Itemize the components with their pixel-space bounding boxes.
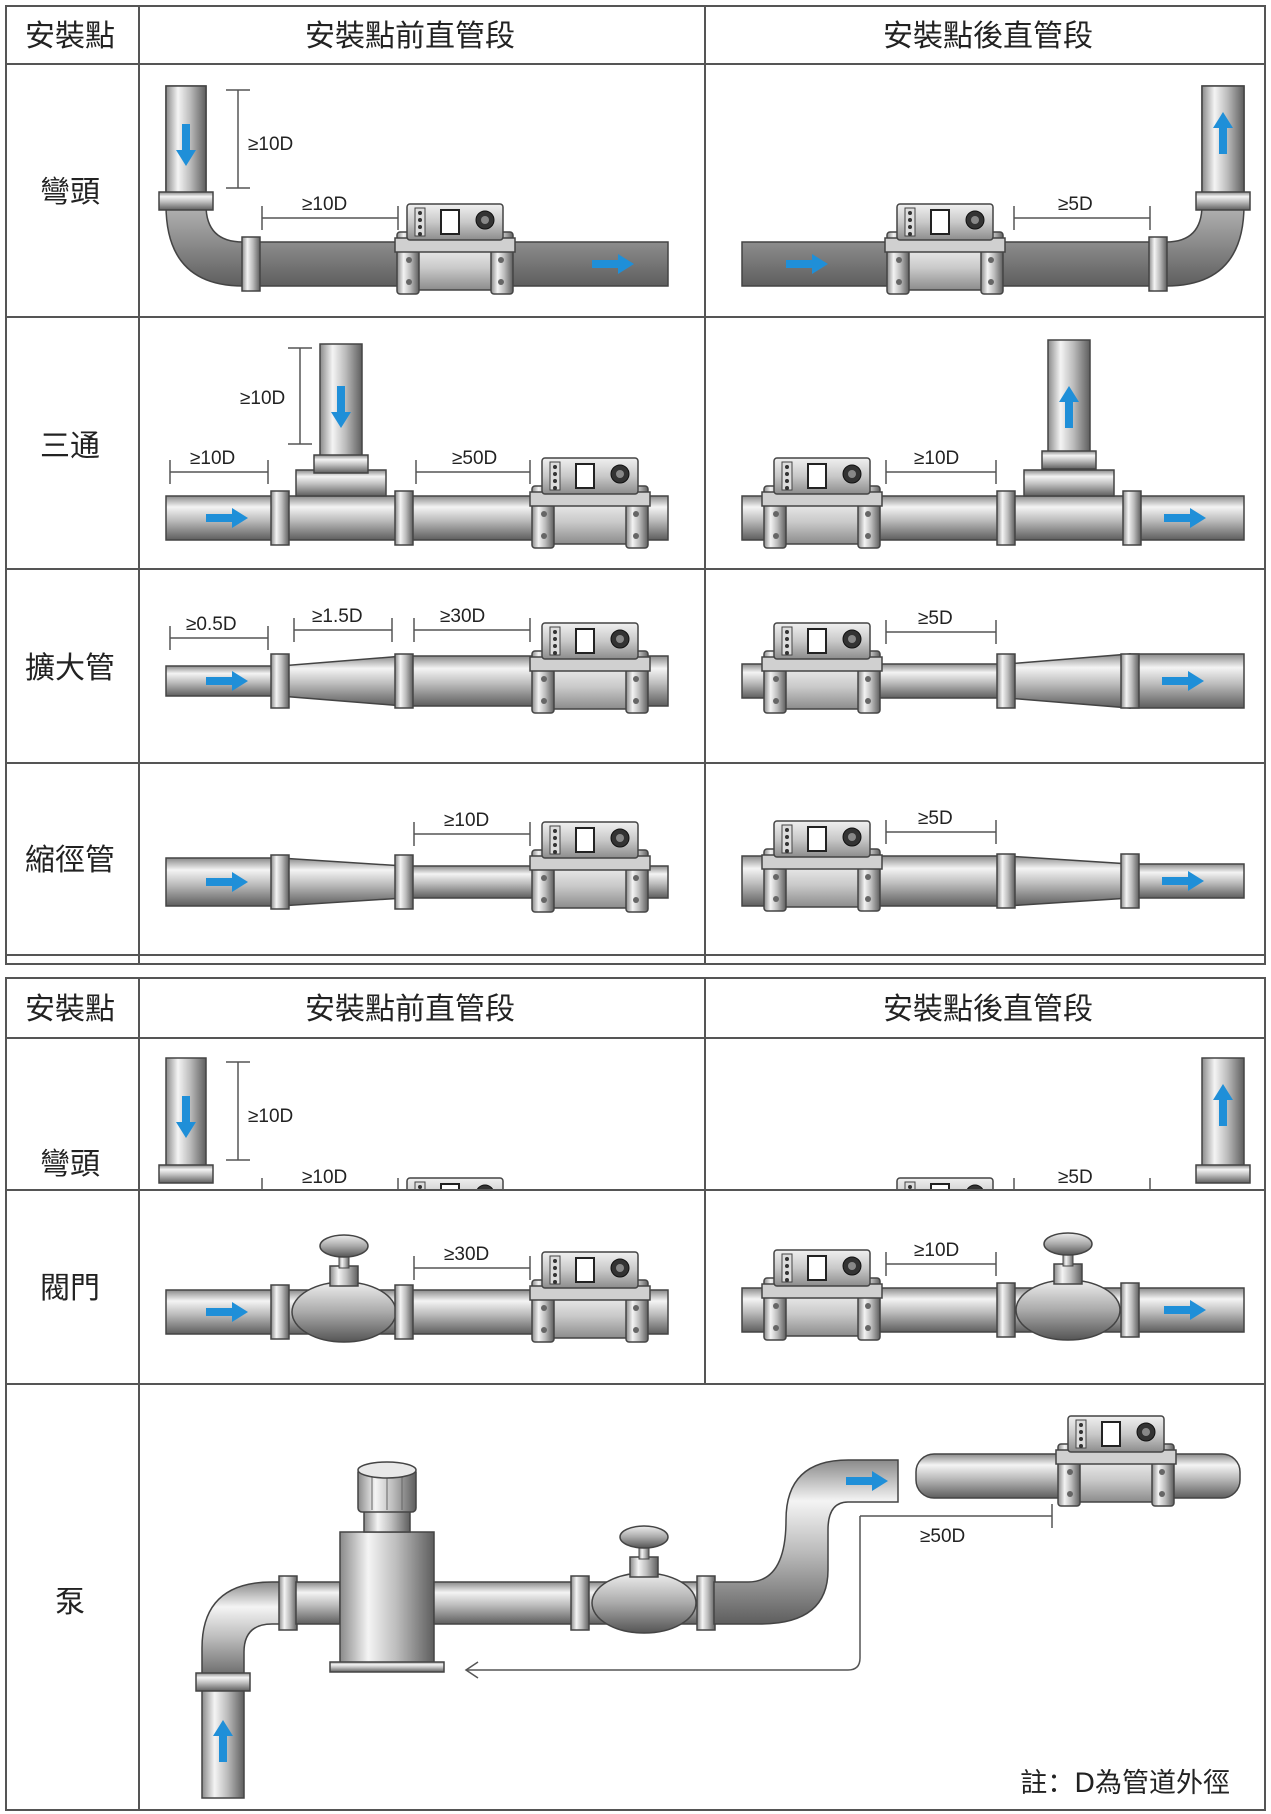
dim-exp-before-2: ≥1.5D [312, 606, 363, 627]
dim-valve-after-1: ≥10D [914, 1240, 959, 1261]
pump-diagram: ≥50D [195, 1415, 1241, 1799]
dim-elbow-after-1: ≥5D [1058, 194, 1093, 215]
dim-elbow2-after-1: ≥5D [1058, 1167, 1093, 1188]
table1-header-after: 安裝點後直管段 [883, 19, 1093, 54]
dim-tee-after-1: ≥10D [914, 448, 959, 469]
row-label-expander: 擴大管 [25, 651, 115, 686]
dim-red-before-1: ≥10D [444, 810, 489, 831]
table1-grid [5, 5, 1266, 965]
reducer-before-diagram: ≥10D [165, 810, 669, 913]
elbow-after-diagram: ≥5D [741, 85, 1251, 295]
dim-elbow-before-1: ≥10D [248, 134, 293, 155]
expander-before-diagram: ≥0.5D ≥1.5D ≥30D [165, 606, 669, 714]
table1-header-before: 安裝點前直管段 [305, 19, 515, 54]
dim-tee-before-2: ≥10D [190, 448, 235, 469]
row-label-elbow: 彎頭 [40, 175, 100, 210]
dim-pump-before-1: ≥50D [920, 1526, 965, 1547]
dim-elbow2-before-2: ≥10D [302, 1167, 347, 1188]
dim-red-after-1: ≥5D [918, 808, 953, 829]
dim-elbow2-before-1: ≥10D [248, 1106, 293, 1127]
dim-tee-before-1: ≥10D [240, 388, 285, 409]
row-label-reducer: 縮徑管 [25, 843, 115, 878]
dim-exp-before-3: ≥30D [440, 606, 485, 627]
dim-valve-before-1: ≥30D [444, 1244, 489, 1265]
valve-after-diagram: ≥10D [741, 1232, 1245, 1341]
row-label-tee: 三通 [40, 429, 100, 464]
dim-exp-after-1: ≥5D [918, 608, 953, 629]
row2-label-valve: 閥門 [40, 1271, 100, 1306]
row2-label-pump: 泵 [55, 1585, 85, 1620]
table2-grid [5, 977, 1266, 1811]
tee-after-diagram: ≥10D [741, 339, 1245, 549]
table1-header-point: 安裝點 [25, 19, 115, 54]
dim-elbow-before-2: ≥10D [302, 194, 347, 215]
elbow2-before-diagram: ≥10D ≥10D [158, 1057, 516, 1189]
elbow2-after-diagram: ≥5D [884, 1057, 1251, 1189]
table2-header-point: 安裝點 [25, 992, 115, 1027]
valve-before-diagram: ≥30D [165, 1234, 669, 1343]
row2-label-elbow: 彎頭 [40, 1147, 100, 1182]
table2-header-after: 安裝點後直管段 [883, 992, 1093, 1027]
footnote: 註：D為管道外徑 [1020, 1768, 1230, 1799]
dim-exp-before-1: ≥0.5D [186, 614, 237, 635]
dim-tee-before-3: ≥50D [452, 448, 497, 469]
tee-before-diagram: ≥10D ≥10D ≥50D [165, 343, 669, 549]
expander-after-diagram: ≥5D [741, 608, 1245, 714]
table2-header-before: 安裝點前直管段 [305, 992, 515, 1027]
elbow-before-diagram: ≥10D ≥10D [158, 85, 669, 295]
reducer-after-diagram: ≥5D [741, 808, 1245, 912]
